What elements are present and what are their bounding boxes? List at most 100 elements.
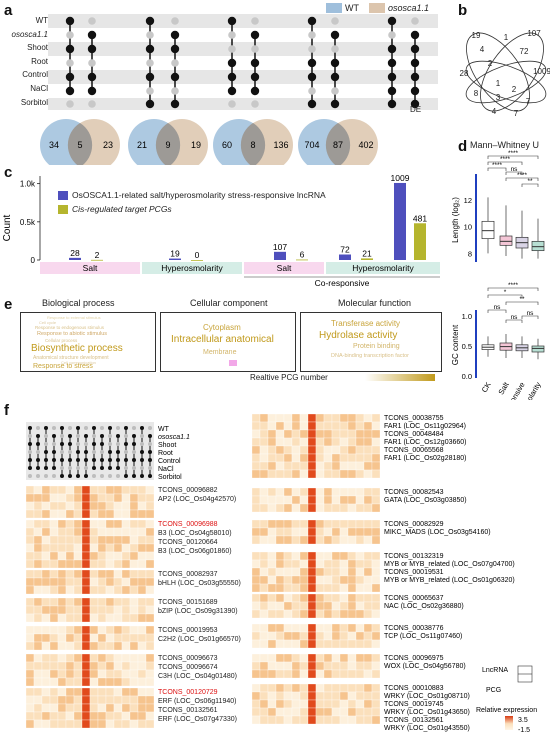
f-heat-cell — [41, 597, 51, 607]
f-heat-cell — [291, 445, 301, 455]
panel-f-heatmaps: WTososca1.1ShootRootControlNaClSorbitolT… — [25, 413, 537, 733]
f-heat-cell — [347, 495, 357, 505]
f-heat-cell — [251, 567, 261, 577]
f-heat-cell — [323, 495, 333, 505]
f-header-dot — [140, 434, 144, 438]
f-heat-cell — [65, 509, 75, 519]
f-heat-cell — [33, 493, 43, 503]
f-header-dot — [116, 442, 120, 446]
f-heat-cell — [113, 569, 123, 579]
c-label-lnc: 72 — [340, 245, 350, 255]
f-heat-cell — [97, 613, 107, 623]
f-heat-cell — [267, 551, 277, 561]
upset-dot — [87, 86, 97, 96]
f-heat-cell — [299, 683, 309, 693]
f-heat-cell — [89, 577, 99, 587]
f-right-label: TCONS_00038755 — [384, 415, 444, 422]
f-heat-cell — [267, 461, 277, 471]
f-heat-cell — [81, 711, 91, 721]
c-bar-lnc — [69, 257, 81, 260]
upset-dot — [387, 72, 397, 82]
c-legend-swatch-pcg — [58, 204, 68, 214]
upset-dot — [65, 72, 75, 82]
f-heat-cell — [57, 613, 67, 623]
f-heat-cell — [105, 585, 115, 595]
f-heat-cell — [145, 677, 155, 687]
f-heat-cell — [41, 641, 51, 651]
f-heat-cell — [323, 535, 333, 545]
f-heat-cell — [121, 509, 131, 519]
f-heat-cell — [137, 501, 147, 511]
f-heat-cell — [97, 625, 107, 635]
f-heat-cell — [121, 695, 131, 705]
f-heat-cell — [339, 527, 349, 537]
f-heat-cell — [129, 641, 139, 651]
f-right-label: TCONS_00065568 — [384, 447, 444, 454]
f-heat-cell — [323, 437, 333, 447]
f-heat-cell — [339, 519, 349, 529]
f-header-dot — [148, 466, 152, 470]
c-label-lnc: 1009 — [391, 173, 410, 183]
f-heat-cell — [307, 559, 317, 569]
f-heat-cell — [323, 575, 333, 585]
f-heat-cell — [81, 509, 91, 519]
f-heat-cell — [251, 669, 261, 679]
row-label-root: Root — [31, 56, 48, 66]
f-heat-cell — [113, 669, 123, 679]
f-right-label: GATA (LOC_Os03g03850) — [384, 497, 467, 504]
f-heat-cell — [299, 567, 309, 577]
f-heat-cell — [307, 699, 317, 709]
f-heat-cell — [105, 519, 115, 529]
f-heat-cell — [121, 719, 131, 729]
venn-left-value: 21 — [137, 140, 147, 150]
f-heat-cell — [275, 559, 285, 569]
f-heat-cell — [129, 661, 139, 671]
f-heat-cell — [275, 575, 285, 585]
f-heat-cell — [33, 613, 43, 623]
f-heat-cell — [323, 519, 333, 529]
f-heat-cell — [113, 519, 123, 529]
f-heat-cell — [73, 711, 83, 721]
f-heat-cell — [283, 429, 293, 439]
f-heat-cell — [371, 601, 381, 611]
de-label: DE — [410, 105, 421, 114]
f-heat-cell — [73, 535, 83, 545]
f-heat-cell — [315, 527, 325, 537]
f-heat-cell — [307, 527, 317, 537]
f-heat-cell — [283, 699, 293, 709]
f-heat-cell — [371, 609, 381, 619]
f-heat-cell — [283, 669, 293, 679]
f-heat-cell — [129, 569, 139, 579]
upset-dot — [410, 99, 420, 109]
f-heat-cell — [57, 519, 67, 529]
c-bar-lnc — [169, 258, 181, 260]
f-heat-cell — [65, 669, 75, 679]
f-heat-cell — [49, 703, 59, 713]
f-heat-cell — [97, 719, 107, 729]
d-bot-sig: * — [504, 289, 507, 296]
upset-dot — [388, 31, 396, 39]
f-heat-cell — [323, 699, 333, 709]
f-left-label: TCONS_00151689 — [158, 599, 218, 606]
f-heat-cell — [57, 543, 67, 553]
f-heat-cell — [355, 601, 365, 611]
f-header-dot — [148, 450, 152, 454]
f-header-dot — [124, 450, 128, 454]
f-heat-cell — [25, 509, 35, 519]
f-heat-cell — [57, 661, 67, 671]
f-heat-cell — [49, 493, 59, 503]
f-header-dot — [76, 458, 80, 462]
f-heat-cell — [105, 669, 115, 679]
f-heat-cell — [113, 641, 123, 651]
c-label-pcg: 6 — [300, 250, 305, 260]
f-legend-tick-low: -1.5 — [518, 727, 530, 733]
f-heat-cell — [347, 623, 357, 633]
f-heat-cell — [137, 597, 147, 607]
f-heat-cell — [137, 535, 147, 545]
f-heat-cell — [137, 719, 147, 729]
f-heat-cell — [121, 493, 131, 503]
f-heat-cell — [315, 601, 325, 611]
f-heat-cell — [283, 691, 293, 701]
f-header-dot — [140, 450, 144, 454]
f-heat-cell — [129, 719, 139, 729]
